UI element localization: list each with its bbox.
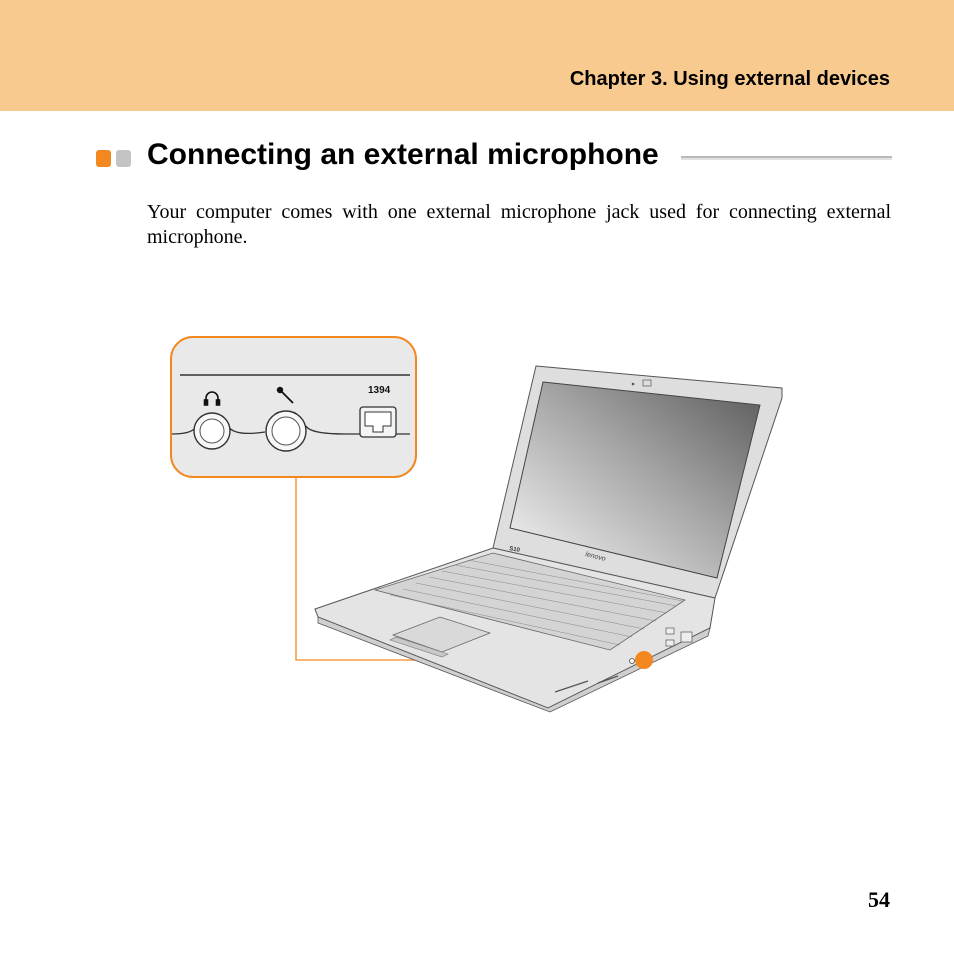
microphone-icon [276, 386, 294, 404]
body-paragraph: Your computer comes with one external mi… [147, 201, 891, 248]
1394-port-icon [359, 406, 397, 438]
section-heading: Connecting an external microphone [96, 138, 892, 178]
port-closeup: 1394 [170, 336, 417, 478]
laptop-model-text: S10 [509, 546, 521, 554]
headphone-jack [193, 412, 231, 450]
laptop-illustration: lenovo S10 [314, 365, 783, 713]
section-title: Connecting an external microphone [147, 138, 659, 171]
heading-rule [681, 156, 892, 160]
laptop-figure: 1394 lenovo S10 [170, 336, 783, 713]
microphone-jack-callout-dot [635, 651, 653, 669]
port-label-1394: 1394 [368, 385, 391, 396]
laptop-brand-text: lenovo [585, 551, 607, 563]
heading-bullet-gray-icon [116, 150, 131, 167]
microphone-jack [265, 410, 307, 452]
heading-bullet-orange-icon [96, 150, 111, 167]
headphone-icon [203, 391, 221, 406]
page-number: 54 [868, 887, 890, 912]
chapter-header-band [0, 0, 954, 111]
chapter-title: Chapter 3. Using external devices [569, 68, 890, 90]
